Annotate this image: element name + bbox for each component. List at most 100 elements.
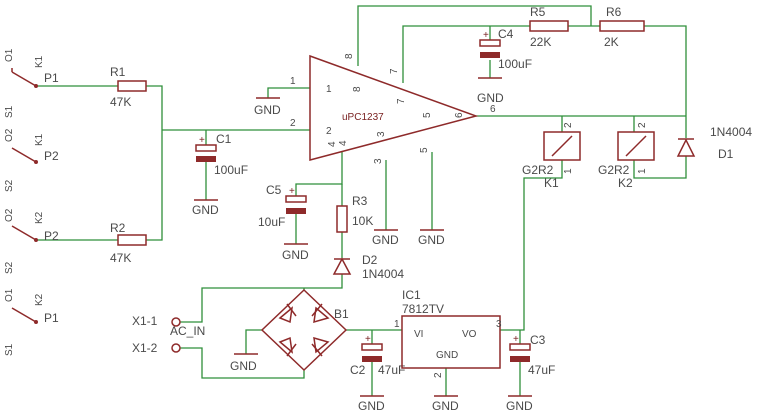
opamp-pin-7: 7 (389, 68, 400, 74)
regulator-vi-label: VI (414, 329, 423, 340)
bridge-b1: B1 (260, 288, 349, 372)
gnd-label: GND (477, 91, 504, 105)
switch-no-label: O1 (4, 288, 15, 302)
capacitor-ref-label: C3 (530, 333, 546, 347)
regulator-value-label: 7812TV (402, 302, 444, 316)
gnd-symbols: GND GND GND GND GND GND GND GND (192, 77, 533, 413)
switch-ref-label: K2 (34, 293, 45, 306)
resistor-ref-label: R5 (530, 5, 546, 19)
relay-pin-1: 1 (563, 168, 574, 174)
svg-text:+: + (289, 186, 295, 197)
gnd-c1: GND (192, 199, 219, 217)
opamp-pin-2: 2 (290, 118, 296, 129)
gnd-label: GND (254, 103, 281, 117)
capacitor-c4: + C4 100uF (479, 27, 532, 71)
gnd-ic1: GND (432, 395, 459, 413)
opamp-inner-pin-2: 2 (326, 126, 332, 137)
switch-common-label: P1 (44, 311, 59, 325)
switch-k2-p1: O1 K2 P1 S1 (4, 288, 59, 356)
switch-k1-p1: O1 K1 P1 S1 (4, 48, 59, 118)
gnd-c2: GND (358, 395, 385, 413)
resistor-ref-label: R1 (110, 65, 126, 79)
relay-ref-label: K1 (544, 176, 559, 190)
gnd-bridge: GND (230, 353, 258, 373)
gnd-label: GND (506, 399, 533, 413)
connector-pin1-label: X1-1 (132, 314, 158, 328)
connector-x1: X1-1 X1-2 AC_IN (132, 314, 205, 355)
gnd-c4: GND (477, 77, 504, 105)
relay-ref-label: K2 (618, 176, 633, 190)
opamp-pin-4: 4 (327, 141, 338, 147)
capacitor-ref-label: C2 (350, 363, 366, 377)
relay-model-label: G2R2 (522, 163, 554, 177)
switch-ref-label: K2 (34, 211, 45, 224)
relay-pin-2: 2 (637, 122, 648, 128)
opamp-pin-6: 6 (490, 104, 496, 115)
switch-k2-p2: O2 K2 P2 S2 (4, 208, 59, 274)
switch-no-label: O2 (4, 128, 15, 142)
resistor-value-label: 47K (110, 251, 131, 265)
switch-no-label: O2 (4, 208, 15, 222)
capacitor-c1: + C1 100uF (195, 132, 248, 177)
regulator-pin-3: 3 (496, 319, 502, 330)
resistor-value-label: 2K (604, 35, 619, 49)
gnd-label: GND (432, 399, 459, 413)
capacitor-ref-label: C1 (216, 132, 232, 146)
regulator-gnd-label: GND (436, 350, 458, 361)
resistor-r6: R6 2K (599, 5, 645, 49)
regulator-pin-2: 2 (433, 372, 444, 378)
regulator-vo-label: VO (462, 329, 477, 340)
capacitor-c3: + C3 47uF (509, 333, 555, 377)
relay-k2: 2 1 G2R2 K2 (598, 122, 655, 190)
gnd-c5: GND (282, 243, 309, 262)
capacitor-value-label: 100uF (214, 163, 248, 177)
relay-pin-1: 1 (637, 168, 648, 174)
gnd-label: GND (282, 248, 309, 262)
regulator-ref-label: IC1 (402, 288, 421, 302)
regulator-7812: IC1 7812TV VI VO GND 1 2 3 (394, 288, 502, 378)
gnd-c3: GND (506, 395, 533, 413)
gnd-r1: GND (254, 97, 281, 117)
resistor-value-label: 10K (352, 214, 373, 228)
opamp-pin-8: 8 (344, 53, 355, 59)
diode-value-label: 1N4004 (710, 125, 752, 139)
opamp-inner-pin-4: 4 (338, 140, 349, 146)
capacitor-c5: + C5 10uF (258, 183, 307, 229)
capacitor-value-label: 47uF (528, 363, 555, 377)
connector-label: AC_IN (170, 324, 205, 338)
opamp-inner-pin-6: 6 (454, 112, 465, 118)
capacitor-value-label: 47uF (378, 363, 405, 377)
switch-nc-label: S1 (4, 105, 15, 118)
resistor-ref-label: R3 (352, 194, 368, 208)
svg-text:+: + (513, 334, 519, 345)
svg-text:+: + (365, 334, 371, 345)
diode-d1: 1N4004 D1 (676, 125, 752, 161)
gnd-label: GND (418, 233, 445, 247)
gnd-label: GND (358, 399, 385, 413)
regulator-pin-1: 1 (394, 319, 400, 330)
switch-nc-label: S1 (4, 343, 15, 356)
switch-common-label: P2 (44, 149, 59, 163)
opamp-ref-label: uPC1237 (342, 112, 384, 123)
opamp-inner-pin-3: 3 (376, 131, 387, 137)
resistor-r2: R2 47K (110, 221, 147, 265)
resistor-ref-label: R6 (606, 5, 622, 19)
opamp-pin-1: 1 (290, 76, 296, 87)
diode-d2: D2 1N4004 (332, 253, 404, 281)
opamp-inner-pin-1: 1 (326, 84, 332, 95)
relay-model-label: G2R2 (598, 163, 630, 177)
gnd-pin3: GND (372, 229, 399, 247)
gnd-label: GND (192, 203, 219, 217)
opamp-pin-5: 5 (419, 147, 430, 153)
capacitor-ref-label: C5 (266, 183, 282, 197)
opamp-pin-3: 3 (373, 158, 384, 164)
switch-common-label: P2 (44, 229, 59, 243)
switch-k1-p2: O2 K1 P2 S2 (4, 128, 59, 192)
resistor-value-label: 47K (110, 95, 131, 109)
gnd-pin5: GND (418, 229, 445, 247)
resistor-r3: R3 10K (336, 194, 373, 233)
opamp-upc1237: uPC1237 1 2 3 4 5 6 7 8 1 2 3 4 5 6 7 8 (290, 53, 496, 164)
bridge-ref-label: B1 (334, 307, 349, 321)
relay-k1: 2 1 G2R2 K1 (522, 122, 581, 190)
